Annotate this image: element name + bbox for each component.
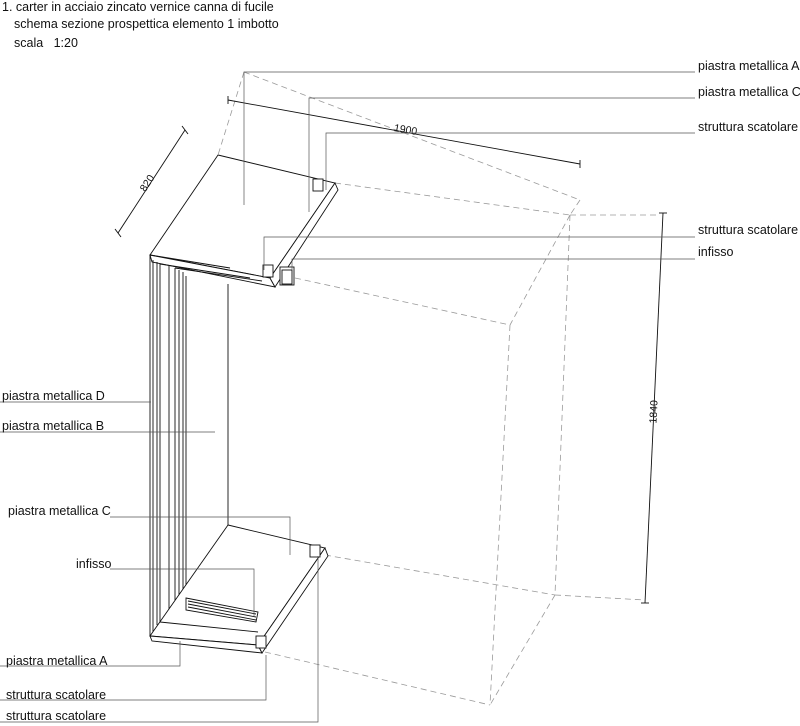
label-left-piastra-c: piastra metallica C (8, 504, 111, 518)
dimension-width: 1900 (393, 122, 418, 138)
dimension-height: 1840 (647, 400, 660, 424)
label-left-piastra-b: piastra metallica B (2, 419, 104, 433)
side-jamb (149, 254, 263, 636)
header-scale: scala 1:20 (14, 36, 78, 51)
label-right-struttura-1: struttura scatolare (698, 120, 798, 134)
dimension-lines (114, 96, 667, 604)
label-right-struttura-2: struttura scatolare (698, 223, 798, 237)
top-slab (149, 154, 339, 288)
header-subtitle: schema sezione prospettica elemento 1 im… (14, 17, 279, 31)
label-right-piastra-a: piastra metallica A (698, 59, 800, 73)
bottom-slab (149, 524, 329, 654)
label-left-struttura-2: struttura scatolare (6, 709, 106, 723)
label-left-piastra-d: piastra metallica D (2, 389, 105, 403)
header-title: 1. carter in acciaio zincato vernice can… (2, 0, 274, 14)
scale-label: scala (14, 36, 44, 50)
leaders-left (0, 401, 319, 723)
scale-value: 1:20 (53, 36, 78, 50)
dimension-depth: 820 (138, 173, 158, 194)
leaders-right (243, 71, 695, 270)
label-left-piastra-a: piastra metallica A (6, 654, 108, 668)
hidden-outline (217, 71, 660, 706)
label-right-piastra-c: piastra metallica C (698, 85, 800, 99)
label-left-struttura-1: struttura scatolare (6, 688, 106, 702)
label-right-infisso: infisso (698, 245, 733, 259)
label-left-infisso: infisso (76, 557, 111, 571)
